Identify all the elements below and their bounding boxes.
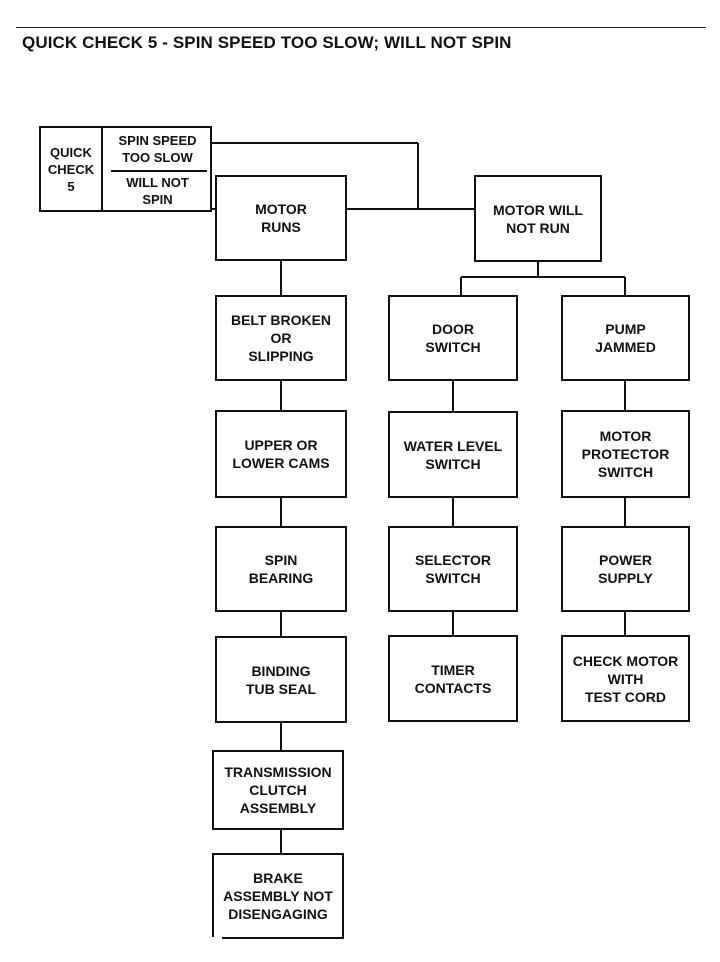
motor-will-not-run-box: MOTOR WILL NOT RUN	[474, 175, 602, 262]
step-timer-contacts: TIMER CONTACTS	[388, 635, 518, 722]
title-rule	[16, 27, 706, 28]
step-motor-protector-switch: MOTOR PROTECTOR SWITCH	[561, 410, 690, 498]
quick-check-label: QUICK CHECK 5	[41, 128, 103, 210]
step-spin-bearing: SPIN BEARING	[215, 526, 347, 612]
motor-runs-box: MOTOR RUNS	[215, 175, 347, 261]
page-title: QUICK CHECK 5 - SPIN SPEED TOO SLOW; WIL…	[22, 33, 512, 52]
step-power-supply: POWER SUPPLY	[561, 526, 690, 612]
step-selector-switch: SELECTOR SWITCH	[388, 526, 518, 612]
step-transmission-clutch: TRANSMISSION CLUTCH ASSEMBLY	[212, 750, 344, 830]
condition-spin-too-slow: SPIN SPEED TOO SLOW	[118, 133, 197, 165]
condition-divider	[111, 170, 207, 172]
condition-will-not-spin: WILL NOT SPIN	[126, 175, 189, 207]
step-pump-jammed: PUMP JAMMED	[561, 295, 690, 381]
step-water-level-switch: WATER LEVEL SWITCH	[388, 411, 518, 498]
bottom-rule	[222, 937, 344, 939]
step-belt-broken: BELT BROKEN OR SLIPPING	[215, 295, 347, 381]
step-brake-assembly: BRAKE ASSEMBLY NOT DISENGAGING	[212, 853, 344, 937]
step-door-switch: DOOR SWITCH	[388, 295, 518, 381]
quick-check-start-box: QUICK CHECK 5 SPIN SPEED TOO SLOW WILL N…	[39, 126, 212, 212]
step-check-motor-test-cord: CHECK MOTOR WITH TEST CORD	[561, 635, 690, 722]
step-binding-tub-seal: BINDING TUB SEAL	[215, 636, 347, 723]
step-upper-lower-cams: UPPER OR LOWER CAMS	[215, 410, 347, 498]
